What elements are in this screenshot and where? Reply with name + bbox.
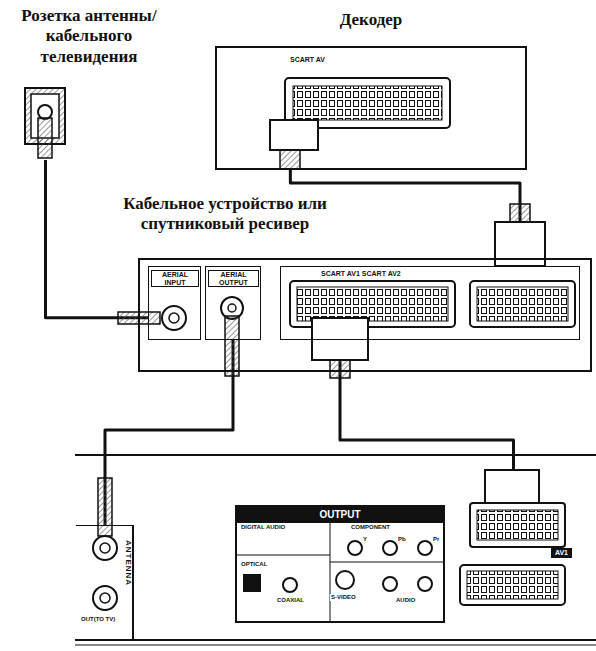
scart-plug	[270, 120, 318, 169]
node-label: AERIAL INPUT	[151, 270, 199, 287]
panel-label: AUDIO	[395, 597, 416, 604]
aerial-output: AERIAL OUTPUT	[205, 266, 261, 340]
cable	[290, 170, 520, 266]
panel-label: Pr	[432, 536, 440, 543]
scart-socket	[460, 565, 565, 605]
panel-label: OUT(TO TV)	[80, 616, 116, 623]
panel-label: DIGITAL AUDIO	[240, 524, 286, 531]
scart-plug	[312, 204, 545, 378]
recorder-panel	[75, 455, 596, 645]
node-label: SCART AV1 SCART AV2	[321, 270, 401, 278]
panel-label: Pb	[397, 536, 407, 543]
node-label: Кабельное устройство или спутниковый рес…	[70, 194, 380, 235]
node-label: Декодер	[215, 10, 527, 30]
device-housing	[215, 46, 527, 170]
scart-plug	[470, 470, 565, 547]
wall-socket	[25, 88, 65, 158]
panel-label: SCART AV	[290, 56, 325, 64]
receiver: Кабельное устройство или спутниковый рес…	[70, 192, 592, 372]
node-label: ANTENNA	[123, 540, 132, 586]
output-jacks	[237, 521, 443, 621]
cable	[46, 160, 148, 318]
scart-panel: SCART AV1 SCART AV2	[280, 266, 580, 340]
panel-label: OPTICAL	[240, 561, 268, 568]
scart-av1: AV1	[455, 548, 572, 608]
panel-label: Y	[362, 536, 368, 543]
panel-label: COAXIAL	[276, 597, 305, 604]
node-label: Розетка антенны/кабельного телевидения	[0, 6, 178, 67]
node-label: OUTPUT	[237, 507, 443, 523]
node-label: AV1	[551, 548, 572, 558]
aerial-input: AERIAL INPUT	[148, 266, 201, 340]
antenna-panel: ANTENNA	[76, 525, 134, 640]
decoder: ДекодерSCART AV	[215, 6, 529, 170]
panel-label: S-VIDEO	[330, 594, 357, 601]
wall-socket: Розетка антенны/кабельного телевидения	[0, 6, 180, 160]
cable	[105, 340, 233, 525]
aerial-jack	[118, 297, 243, 376]
panel-label: COMPONENT	[350, 524, 391, 531]
node-label: AERIAL OUTPUT	[208, 270, 259, 287]
